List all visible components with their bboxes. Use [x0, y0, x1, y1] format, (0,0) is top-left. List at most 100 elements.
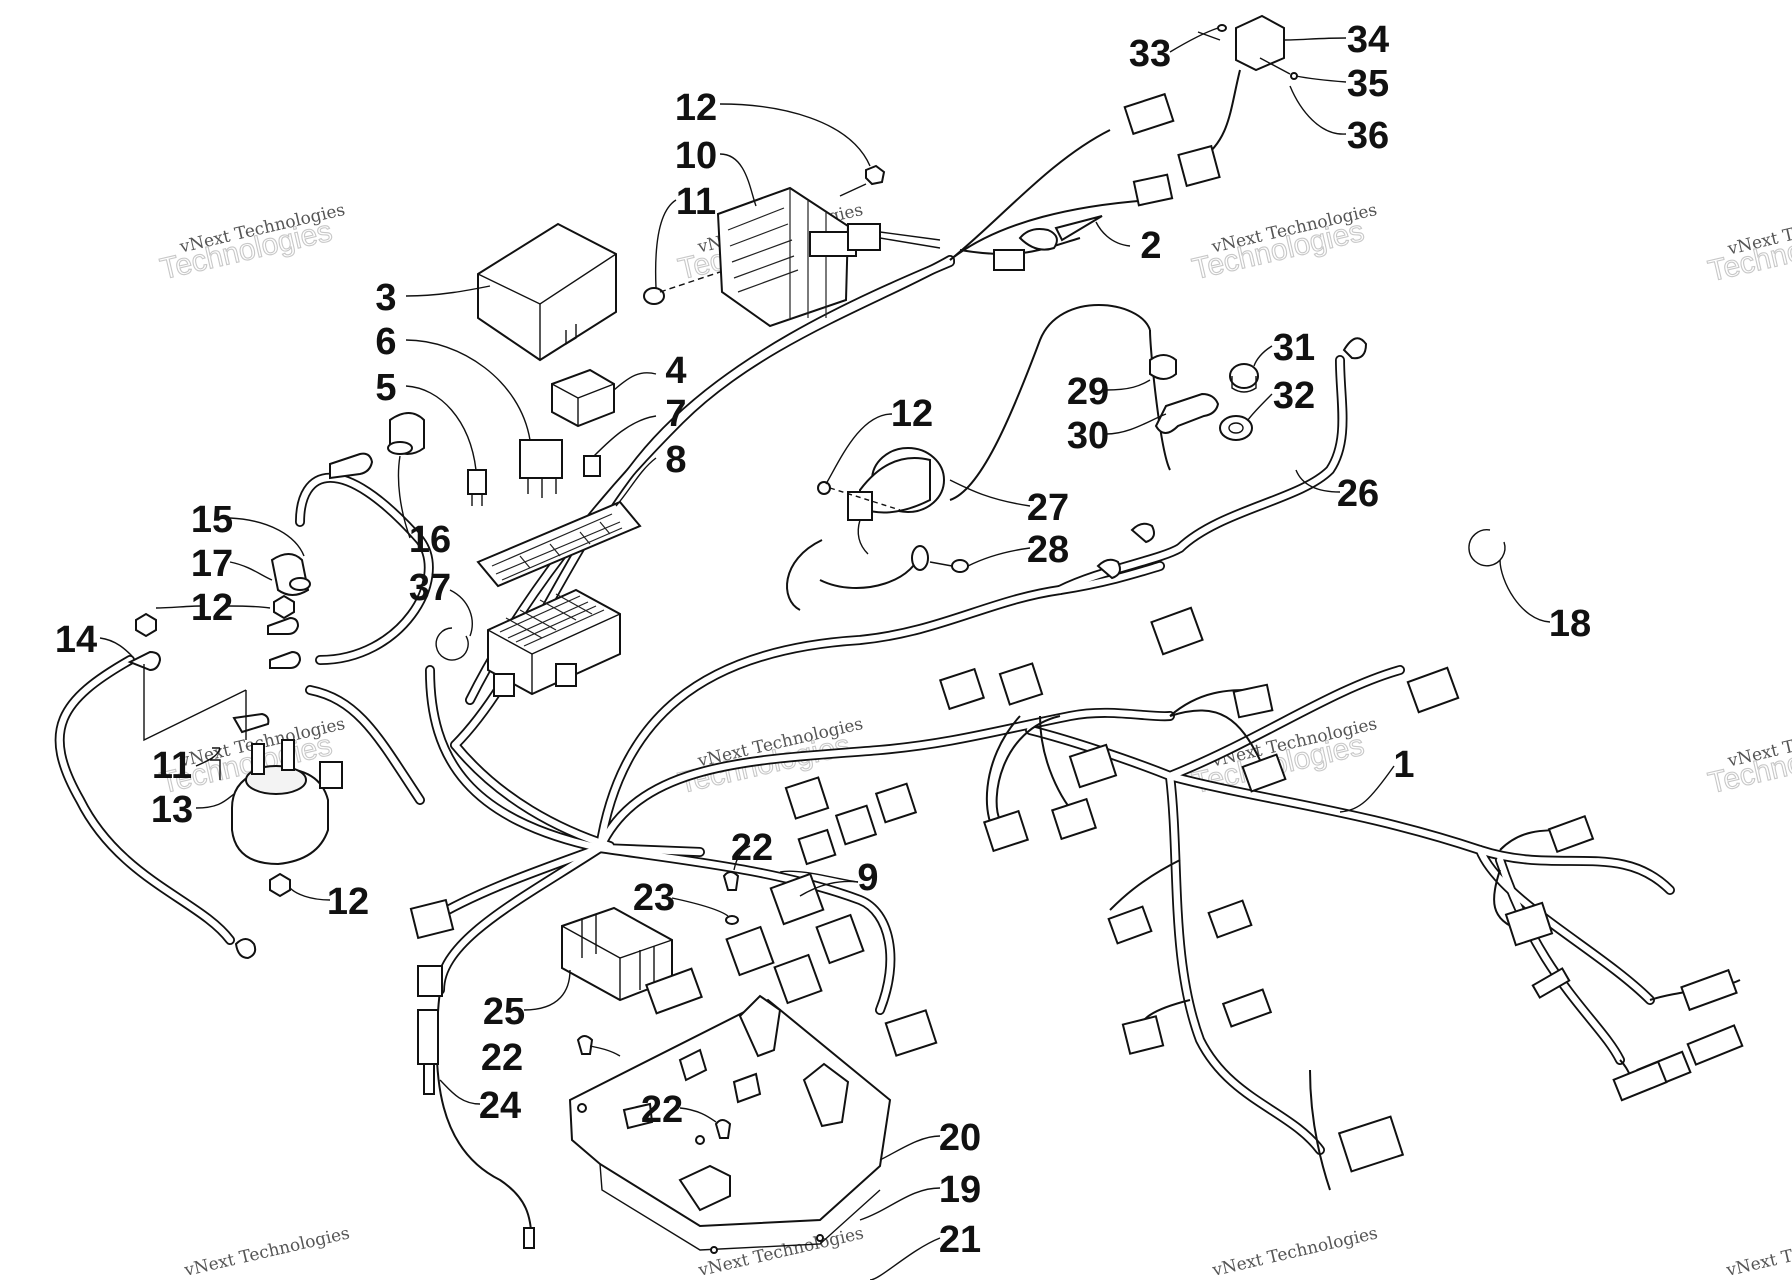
watermark: vNext Technologies [1724, 1223, 1792, 1280]
callout-c5: 5 [375, 367, 396, 409]
connector [797, 828, 837, 866]
watermark-small-text: vNext Technologies [1724, 1223, 1792, 1280]
callout-c33: 33 [1129, 33, 1171, 75]
callout-c4: 4 [665, 350, 686, 392]
temperature-sensor-2 [993, 215, 1103, 271]
voltage-regulator [716, 186, 941, 328]
callout-c8: 8 [665, 439, 686, 481]
connector [1123, 92, 1175, 136]
watermark: vNext Technologies [182, 1223, 352, 1280]
connector [1612, 1060, 1668, 1102]
pigtail-wires [435, 69, 1741, 1241]
connector [1686, 1024, 1744, 1066]
relay-6 [519, 439, 563, 498]
callout-c11b: 11 [152, 745, 192, 787]
washer-32 [1219, 415, 1253, 441]
connectors [409, 92, 1744, 1173]
connector [784, 776, 830, 820]
watermark-small-text: vNext Technologies [182, 1223, 352, 1280]
watermark-small-text: vNext Technologies [696, 1223, 866, 1280]
callout-c2: 2 [1140, 225, 1161, 267]
callout-c10: 10 [675, 135, 717, 177]
fuse-5 [467, 469, 487, 506]
connector [417, 965, 443, 997]
callout-c12b: 12 [891, 393, 933, 435]
starter-solenoid-13 [210, 739, 343, 866]
connector [1050, 797, 1098, 841]
watermark: Technologies vNext Technologies [1705, 202, 1792, 289]
callout-c23: 23 [633, 877, 675, 919]
watermark: Technologies vNext Technologies [1189, 200, 1380, 287]
screws-22 [576, 871, 740, 1139]
watermark-small-text: vNext Technologies [1210, 1223, 1380, 1280]
callout-c37: 37 [409, 567, 451, 609]
terminal-boot-17 [270, 553, 311, 596]
connector [1337, 1115, 1405, 1173]
connector [884, 1009, 938, 1057]
callout-c13: 13 [151, 789, 193, 831]
watermark: Technologies vNext Technologies [1705, 714, 1792, 801]
fuse-block [487, 588, 621, 697]
callout-c31: 31 [1273, 327, 1315, 369]
callout-c14: 14 [55, 619, 97, 661]
callout-c17: 17 [191, 543, 233, 585]
clip-37 [435, 627, 469, 661]
callout-c15: 15 [191, 499, 233, 541]
callout-c12d: 12 [327, 881, 369, 923]
connector [1207, 899, 1253, 939]
connector [815, 913, 865, 965]
connector [1121, 1015, 1165, 1055]
callout-c28: 28 [1027, 529, 1069, 571]
callout-c1: 1 [1393, 744, 1414, 786]
sensor-24 [417, 1009, 535, 1249]
connector [834, 804, 878, 846]
connector [1241, 753, 1287, 793]
clip-18 [1468, 529, 1506, 567]
connector [938, 667, 986, 711]
fuse-box-cover [477, 222, 617, 362]
watermark: Technologies vNext Technologies [157, 200, 348, 287]
connector [1406, 666, 1460, 714]
leader-lines [99, 27, 1551, 1280]
switch-34 [1197, 14, 1298, 80]
connector [409, 898, 455, 940]
callout-c27: 27 [1027, 487, 1069, 529]
callout-c11a: 11 [676, 181, 716, 223]
relay-4 [551, 368, 615, 428]
bushing-31 [1229, 363, 1259, 393]
ring-terminals [127, 337, 1368, 960]
mounting-plate-20 [568, 994, 892, 1254]
callout-c35: 35 [1347, 63, 1389, 105]
callout-c26: 26 [1337, 473, 1379, 515]
connector [769, 872, 825, 926]
callout-c20: 20 [939, 1117, 981, 1159]
connector [1107, 905, 1153, 945]
callout-c22a: 22 [731, 827, 773, 869]
callout-c12a: 12 [675, 87, 717, 129]
connector [1150, 606, 1204, 656]
parts [127, 14, 1506, 1254]
connector [645, 967, 703, 1015]
fuse-label-8 [476, 500, 642, 588]
connector [1132, 173, 1174, 207]
callout-c25: 25 [483, 991, 525, 1033]
cable-inner [56, 256, 1674, 1154]
terminal-boot-16 [387, 412, 425, 455]
connector [1232, 683, 1274, 719]
connector [982, 809, 1030, 853]
connector [725, 925, 775, 977]
callout-c22c: 22 [641, 1089, 683, 1131]
connector [1177, 144, 1221, 188]
callout-c21: 21 [939, 1219, 981, 1261]
callout-c18: 18 [1549, 603, 1591, 645]
callout-c36: 36 [1347, 115, 1389, 157]
ignition-coil-27 [817, 447, 969, 573]
fuse-7 [583, 455, 601, 477]
callout-c6: 6 [375, 321, 396, 363]
callout-c34: 34 [1347, 19, 1389, 61]
connector [773, 953, 823, 1005]
callout-c30: 30 [1067, 415, 1109, 457]
nut-12-bottom [269, 872, 291, 898]
